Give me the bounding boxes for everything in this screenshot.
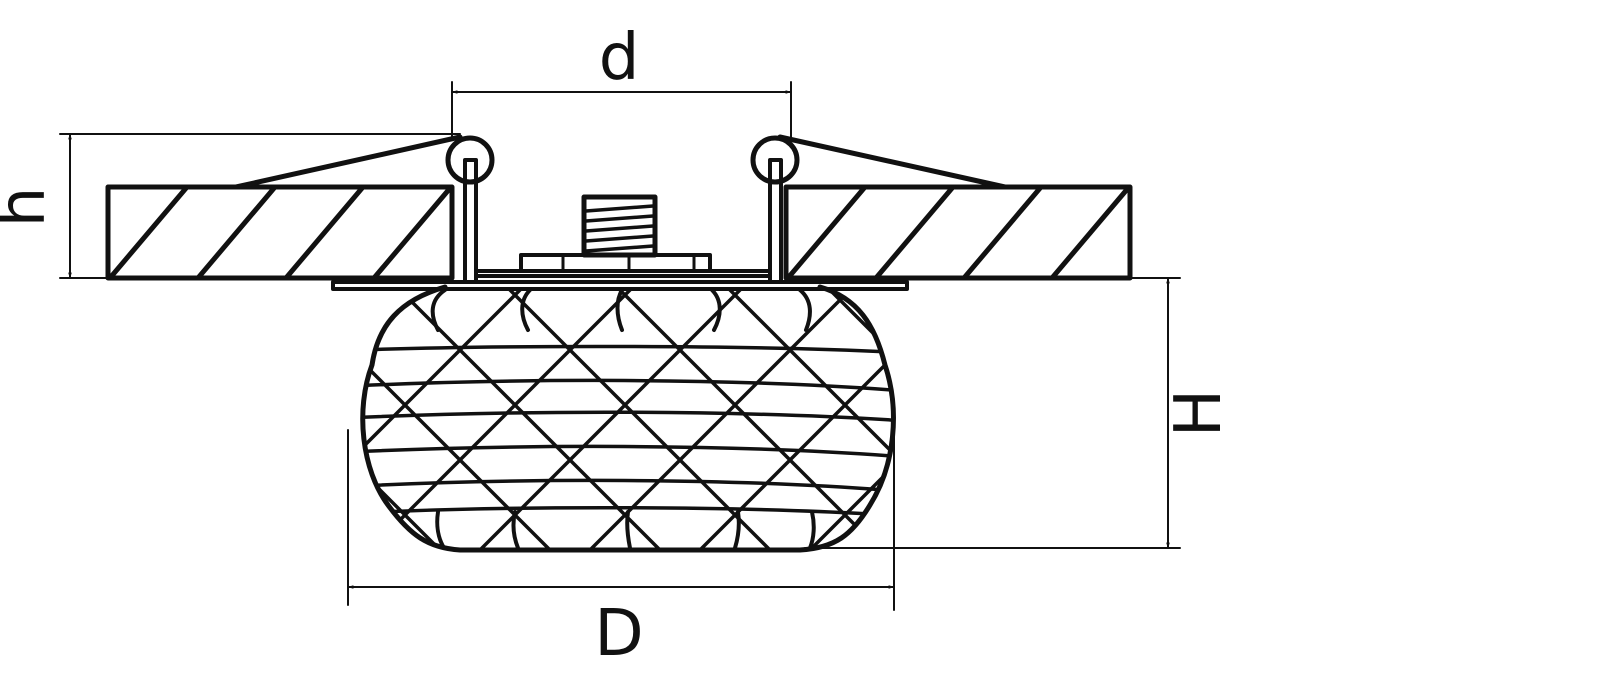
dimension-label-D: D <box>594 597 643 671</box>
ceiling-section-left <box>105 184 455 281</box>
dimension-label-h: h <box>0 187 60 228</box>
dimension-label-d: d <box>599 21 640 95</box>
ceiling-section-right <box>783 184 1133 281</box>
spring-clip-left <box>233 134 495 284</box>
dimension-d: d <box>451 21 792 139</box>
dimension-H: H <box>804 277 1236 549</box>
lamp-socket <box>581 194 658 258</box>
crystal-shade <box>360 284 896 553</box>
dimension-D: D <box>347 429 895 671</box>
dimension-label-H: H <box>1162 389 1236 437</box>
spring-clip-right <box>750 134 1008 284</box>
mounting-plate <box>331 253 909 291</box>
dimension-h: h <box>0 133 461 279</box>
